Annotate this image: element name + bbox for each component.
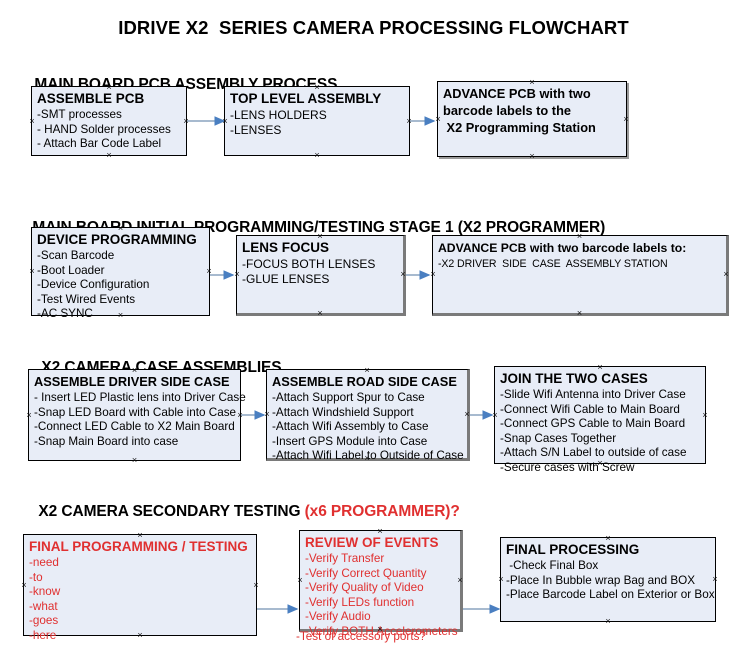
box-title: REVIEW OF EVENTS xyxy=(305,535,439,550)
box-join-the-two-cases[interactable]: JOIN THE TWO CASES -Slide Wifi Antenna i… xyxy=(494,366,706,474)
box-line: -AC SYNC xyxy=(37,307,93,320)
box-line: -to xyxy=(29,570,43,584)
box-title-line2: barcode labels to the xyxy=(443,103,572,118)
box-line: -Attach S/N Label to outside of case xyxy=(500,446,687,459)
box-line: -Snap Main Board into case xyxy=(34,434,179,448)
box-line: -here xyxy=(29,628,57,642)
box-line: -Attach Windshield Support xyxy=(272,405,414,419)
box-assemble-driver-side-case[interactable]: ASSEMBLE DRIVER SIDE CASE - Insert LED P… xyxy=(28,369,246,461)
box-advance-pcb-driver-side-case[interactable]: ADVANCE PCB with two barcode labels to: … xyxy=(432,235,729,316)
box-line: - Insert LED Plastic lens into Driver Ca… xyxy=(34,391,246,404)
box-assemble-road-side-case[interactable]: ASSEMBLE ROAD SIDE CASE -Attach Support … xyxy=(266,369,470,462)
box-line: -Insert GPS Module into Case xyxy=(272,434,428,448)
box-device-programming[interactable]: DEVICE PROGRAMMING -Scan Barcode -Boot L… xyxy=(31,227,210,320)
box-line: -Verify Correct Quantity xyxy=(305,566,427,580)
box-line: -SMT processes xyxy=(37,108,122,121)
box-title: LENS FOCUS xyxy=(242,240,330,255)
box-line: -Connect Wifi Cable to Main Board xyxy=(500,402,680,416)
box-line: -Snap LED Board with Cable into Case xyxy=(34,405,237,419)
section-header-secondary-testing: X2 CAMERA SECONDARY TESTING (x6 PROGRAMM… xyxy=(30,485,460,521)
box-line: - HAND Solder processes xyxy=(37,122,171,136)
box-title: ADVANCE PCB with two xyxy=(443,86,591,101)
box-line: -Verify Transfer xyxy=(305,552,385,565)
box-line: -LENSES xyxy=(230,122,282,137)
box-line: -Attach Support Spur to Case xyxy=(272,391,425,404)
box-line: -Device Configuration xyxy=(37,278,150,291)
box-title: DEVICE PROGRAMMING xyxy=(37,232,197,247)
page-title: IDRIVE X2 SERIES CAMERA PROCESSING FLOWC… xyxy=(118,17,629,38)
box-line: -need xyxy=(29,556,59,569)
box-title-line3: X2 Programming Station xyxy=(443,120,596,135)
box-line: -Connect GPS Cable to Main Board xyxy=(500,417,686,430)
box-line: -X2 DRIVER SIDE CASE ASSEMBLY STATION xyxy=(438,258,668,270)
box-title: ASSEMBLE ROAD SIDE CASE xyxy=(272,374,457,389)
box-line: -LENS HOLDERS xyxy=(230,108,327,122)
box-line: -Verify Audio xyxy=(305,610,371,623)
box-title: FINAL PROCESSING xyxy=(506,542,640,557)
box-lens-focus[interactable]: LENS FOCUS -FOCUS BOTH LENSES -GLUE LENS… xyxy=(236,235,406,316)
box-line: -Check Final Box xyxy=(506,559,599,572)
box-line: -Connect LED Cable to X2 Main Board xyxy=(34,420,235,433)
box-line: -Place Barcode Label on Exterior or Box xyxy=(506,588,715,601)
box-line: -Attach Wifi Label to Outside of Case xyxy=(272,449,464,462)
box-line: -FOCUS BOTH LENSES xyxy=(242,257,376,271)
box-line: -Slide Wifi Antenna into Driver Case xyxy=(500,388,686,401)
box-line: -Boot Loader xyxy=(37,263,105,277)
box-review-of-events[interactable]: REVIEW OF EVENTS -Verify Transfer -Verif… xyxy=(299,530,463,638)
box-line: -goes xyxy=(29,614,59,627)
box-line: -Attach Wifi Assembly to Case xyxy=(272,420,429,433)
box-assemble-pcb[interactable]: ASSEMBLE PCB -SMT processes - HAND Solde… xyxy=(31,86,187,156)
box-title: ADVANCE PCB with two barcode labels to: xyxy=(438,241,687,255)
box-title: JOIN THE TWO CASES xyxy=(500,371,648,386)
box-title: ASSEMBLE PCB xyxy=(37,91,145,106)
box-final-processing[interactable]: FINAL PROCESSING -Check Final Box -Place… xyxy=(500,537,716,622)
box-final-programming-testing[interactable]: FINAL PROGRAMMING / TESTING -need -to -k… xyxy=(23,534,257,642)
box-line: -Verify LEDs function xyxy=(305,595,415,609)
box-line-overflow-review-of-events: -Test of accessory ports? xyxy=(296,630,426,643)
section-header-annotation: (x6 PROGRAMMER)? xyxy=(304,503,460,520)
box-title: ASSEMBLE DRIVER SIDE CASE xyxy=(34,374,230,389)
section-header-text: X2 CAMERA SECONDARY TESTING xyxy=(38,503,305,520)
box-line: -Secure cases with Screw xyxy=(500,460,635,474)
box-line: -Place In Bubble wrap Bag and BOX xyxy=(506,573,696,587)
box-title: FINAL PROGRAMMING / TESTING xyxy=(29,539,248,554)
box-line: - Attach Bar Code Label xyxy=(37,137,162,150)
box-line: -know xyxy=(29,585,61,598)
box-line: -Snap Cases Together xyxy=(500,431,617,445)
box-title: TOP LEVEL ASSEMBLY xyxy=(230,91,382,106)
box-line: -GLUE LENSES xyxy=(242,271,330,286)
box-line: -Test Wired Events xyxy=(37,292,136,306)
box-line: -Scan Barcode xyxy=(37,249,115,262)
box-line: -what xyxy=(29,599,58,613)
box-advance-pcb-programming-station[interactable]: ADVANCE PCB with two barcode labels to t… xyxy=(437,81,627,157)
box-top-level-assembly[interactable]: TOP LEVEL ASSEMBLY -LENS HOLDERS -LENSES xyxy=(224,86,410,156)
box-line: -Verify Quality of Video xyxy=(305,581,424,594)
box-line: -Verify BOTH Accelerometers xyxy=(305,624,458,638)
